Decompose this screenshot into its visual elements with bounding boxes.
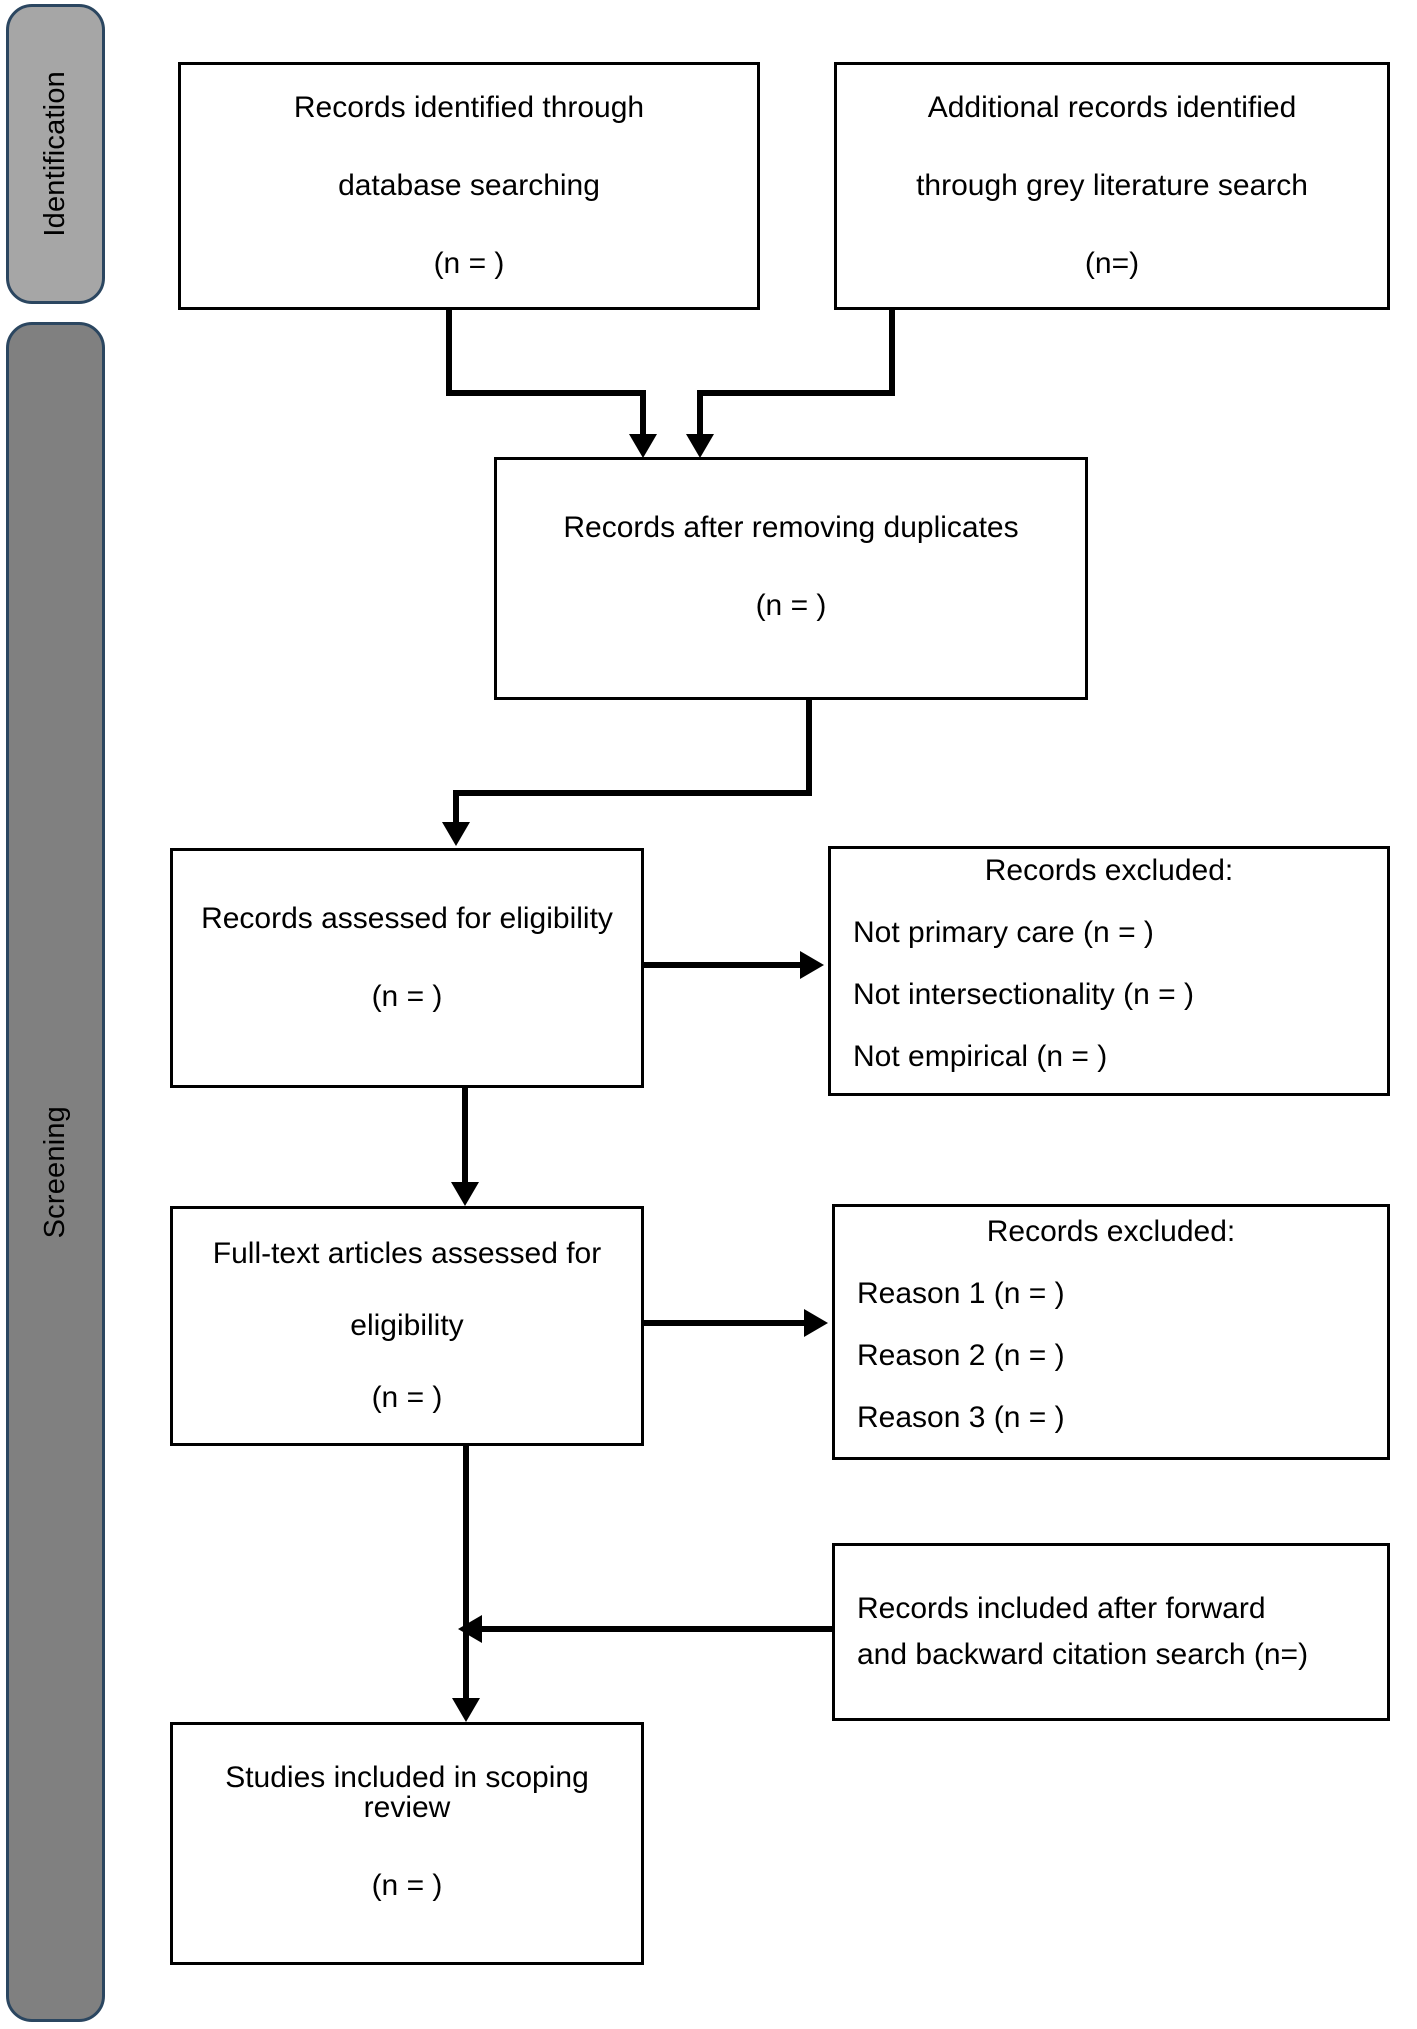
phase-band-identification: Identification (6, 4, 105, 304)
box-line: Records after removing duplicates (563, 510, 1019, 544)
connector-fulltext-down (463, 1446, 469, 1702)
connector-dup-left (453, 790, 812, 796)
arrow-fulltext-to-excluded2 (804, 1309, 828, 1337)
box-line: Records included after forward (857, 1592, 1266, 1625)
excluded-reason: Reason 3 (n = ) (857, 1401, 1065, 1434)
arrow-to-studies-included (452, 1698, 480, 1722)
connector-dup-down-1 (806, 700, 812, 796)
phase-band-screening: Screening (6, 322, 105, 2022)
arrow-grey-to-duplicates (686, 434, 714, 458)
connector-db-down-1 (446, 310, 452, 396)
box-line: Full-text articles assessed for (212, 1237, 602, 1270)
box-line: eligibility (350, 1309, 464, 1342)
arrow-db-to-duplicates (629, 434, 657, 458)
box-line: (n = ) (433, 247, 505, 280)
box-line: (n = ) (755, 588, 827, 622)
box-records-after-removing-duplicates: Records after removing duplicates (n = ) (494, 457, 1088, 700)
box-records-included-citation-search: Records included after forward and backw… (832, 1543, 1390, 1721)
connector-db-right (446, 390, 646, 396)
box-records-excluded-second: Records excluded: Reason 1 (n = ) Reason… (832, 1204, 1390, 1460)
box-line: (n = ) (371, 1868, 443, 1902)
box-records-identified-database: Records identified through database sear… (178, 62, 760, 310)
box-line: and backward citation search (n=) (857, 1638, 1309, 1671)
box-line: (n=) (1084, 247, 1140, 280)
box-records-assessed-for-eligibility: Records assessed for eligibility (n = ) (170, 848, 644, 1088)
excluded-reason: Not empirical (n = ) (853, 1040, 1108, 1073)
excluded-heading: Records excluded: (986, 1215, 1236, 1248)
box-records-excluded-first: Records excluded: Not primary care (n = … (828, 846, 1390, 1096)
excluded-reason: Not intersectionality (n = ) (853, 978, 1194, 1011)
phase-label-identification: Identification (39, 71, 71, 237)
box-studies-included-in-scoping-review: Studies included in scoping review (n = … (170, 1722, 644, 1965)
box-line: (n = ) (371, 980, 443, 1013)
connector-dup-down-2 (453, 790, 459, 828)
box-line: Studies included in scoping review (225, 1760, 589, 1824)
connector-grey-down-2 (697, 390, 703, 446)
box-line: through grey literature search (916, 169, 1308, 202)
box-line: Records assessed for eligibility (201, 902, 613, 935)
excluded-reason: Not primary care (n = ) (853, 916, 1154, 949)
box-additional-records-grey-literature: Additional records identified through gr… (834, 62, 1390, 310)
box-fulltext-articles-assessed: Full-text articles assessed for eligibil… (170, 1206, 644, 1446)
phase-label-screening: Screening (39, 1105, 71, 1239)
box-line: (n = ) (371, 1381, 443, 1414)
connector-db-down-2 (640, 390, 646, 446)
connector-citation-to-main (482, 1626, 834, 1632)
arrow-assessed-to-fulltext (451, 1182, 479, 1206)
connector-grey-down-1 (889, 310, 895, 396)
connector-grey-left (697, 390, 895, 396)
excluded-heading: Records excluded: (984, 854, 1234, 887)
box-line: database searching (338, 169, 600, 202)
connector-fulltext-to-excluded2 (644, 1320, 808, 1326)
connector-assessed-to-excluded1 (644, 962, 804, 968)
arrow-assessed-to-excluded1 (800, 951, 824, 979)
box-line: Additional records identified (927, 91, 1297, 124)
arrow-dup-to-assessed (442, 822, 470, 846)
connector-assessed-down (462, 1088, 468, 1186)
excluded-reason: Reason 1 (n = ) (857, 1277, 1065, 1310)
excluded-reason: Reason 2 (n = ) (857, 1339, 1065, 1372)
arrow-citation-to-studies (458, 1615, 482, 1643)
box-line: Records identified through (293, 91, 645, 124)
